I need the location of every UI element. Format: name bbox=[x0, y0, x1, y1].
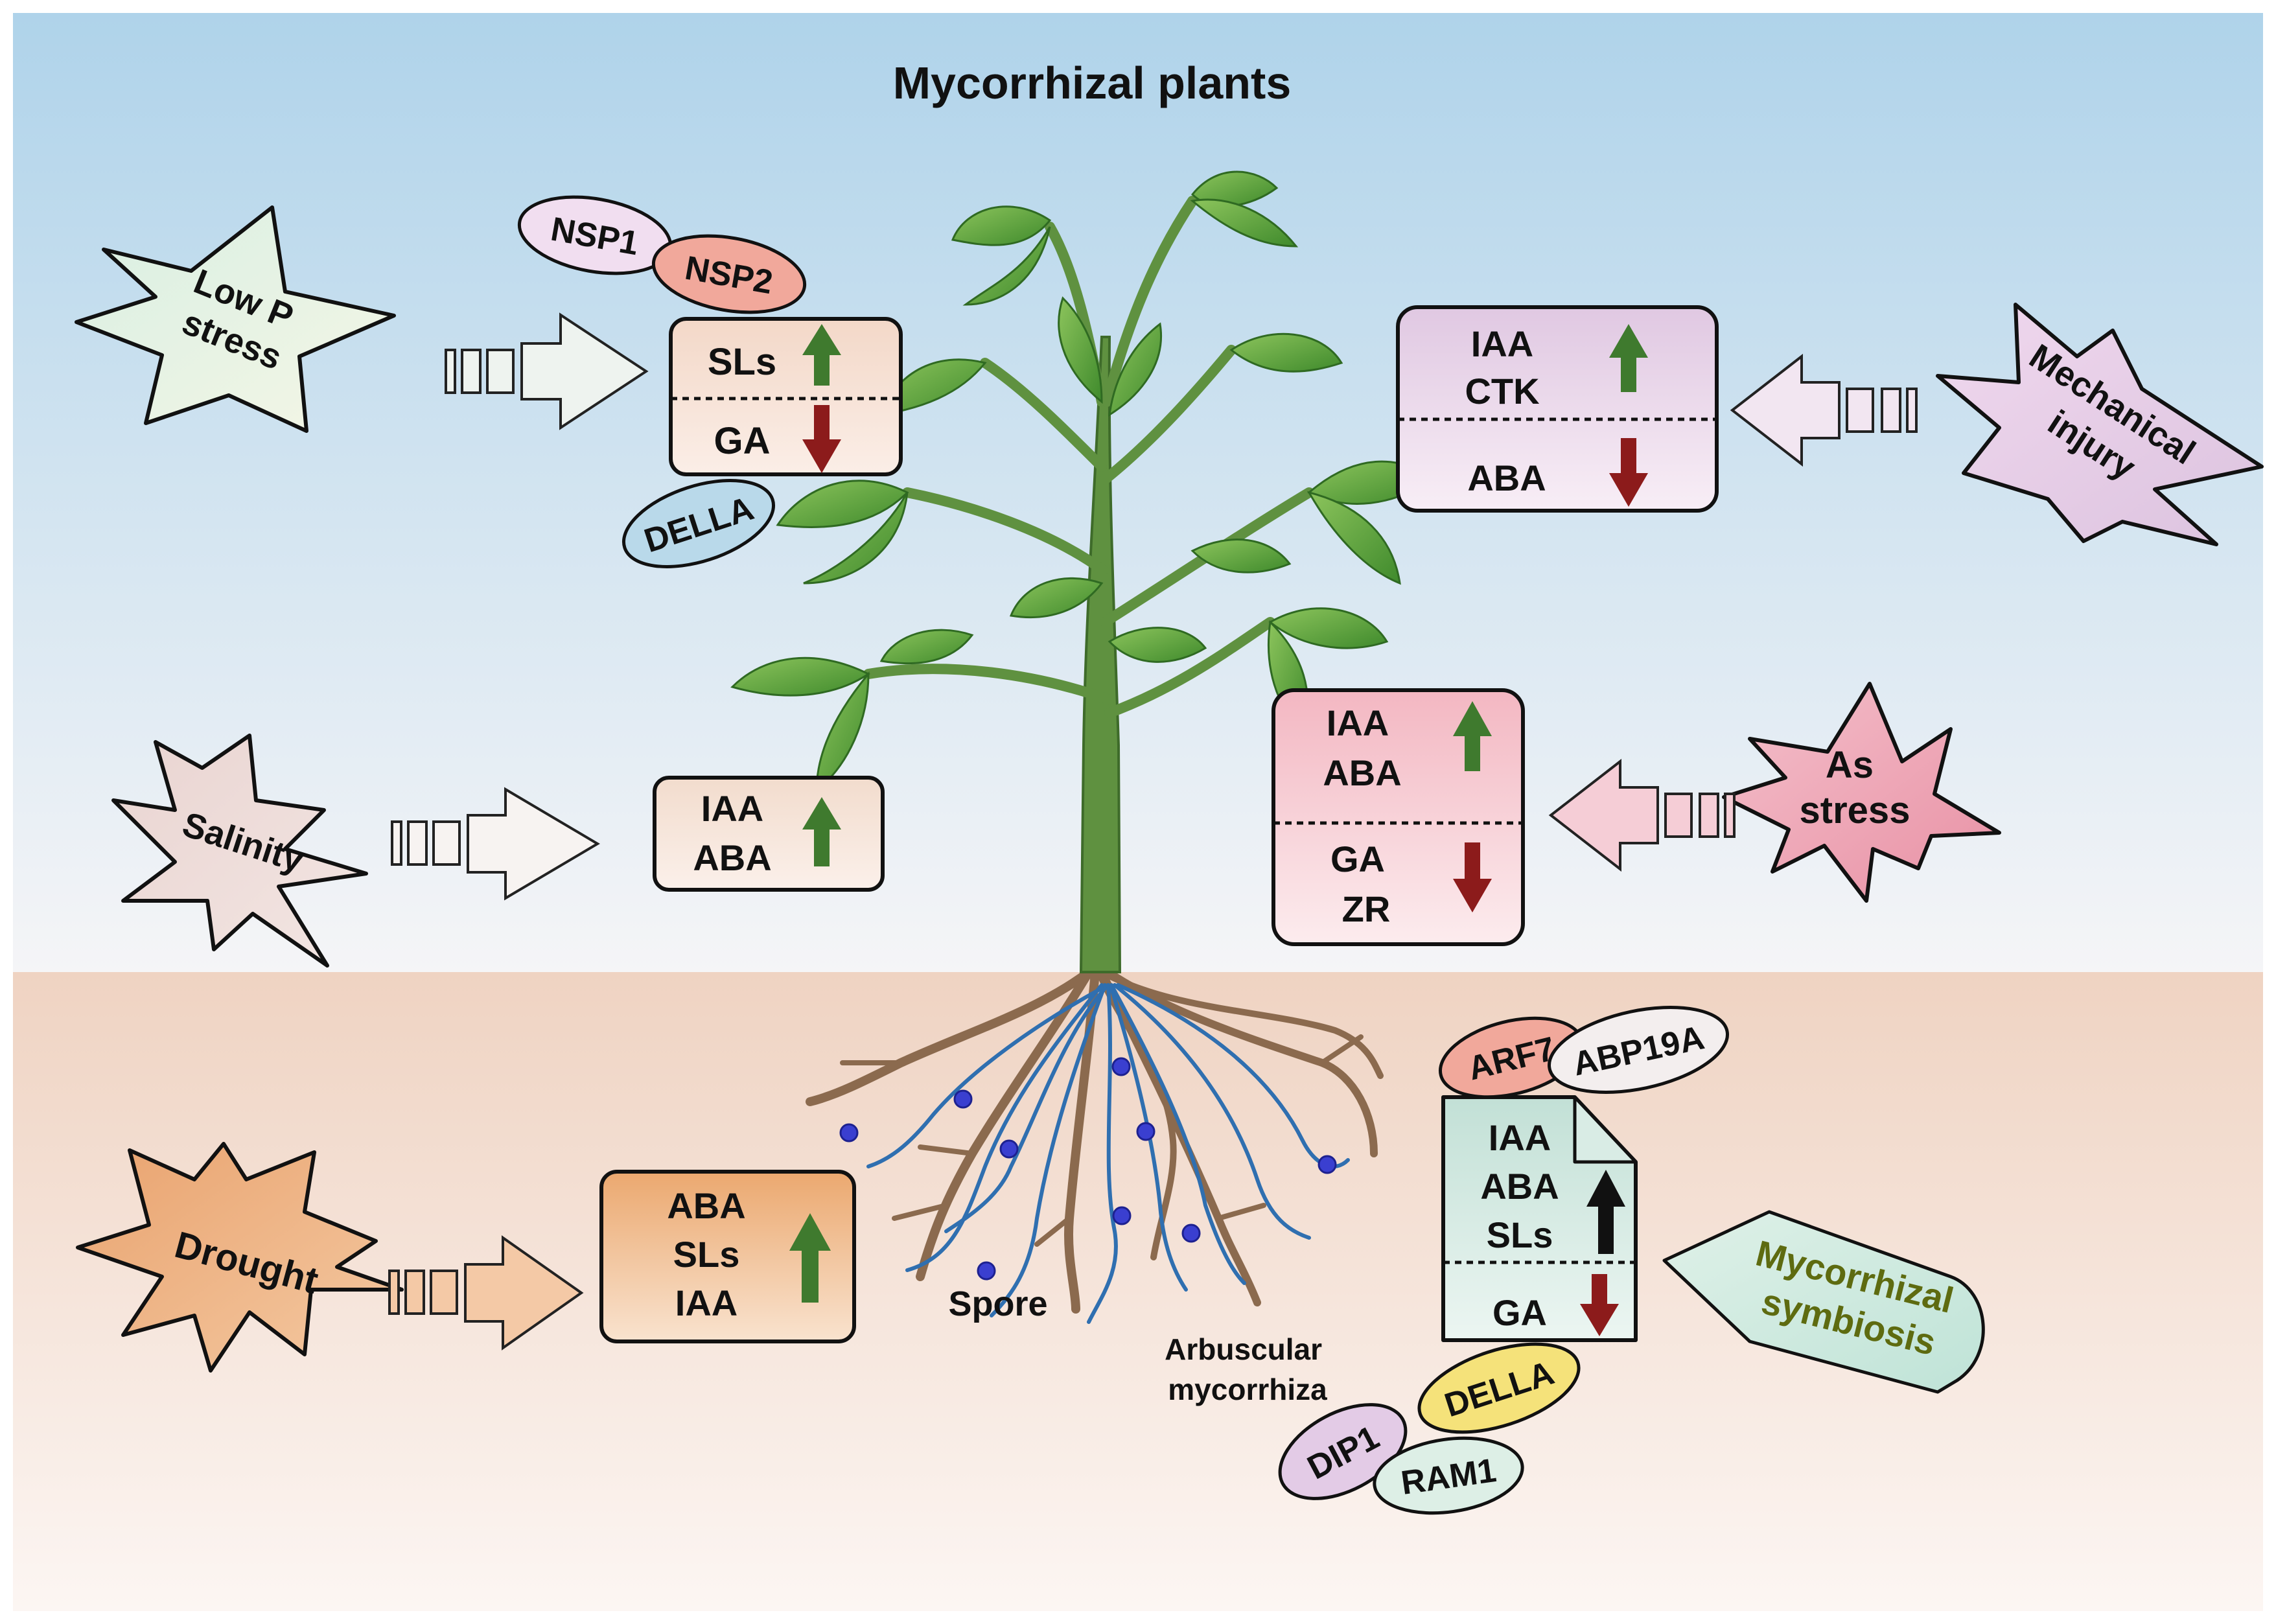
low-p-stress-star: Low P stress bbox=[75, 205, 396, 433]
spore-label: Spore bbox=[948, 1284, 1047, 1323]
up-arrow-icon bbox=[802, 324, 841, 386]
down-arrow-icon bbox=[1609, 438, 1648, 507]
arbuscular-mycorrhiza-label: Arbuscular mycorrhiza bbox=[1165, 1332, 1330, 1406]
low-p-up-hormone: SLs bbox=[708, 341, 776, 383]
down-arrow-icon bbox=[1580, 1274, 1619, 1336]
spore bbox=[1111, 1057, 1131, 1076]
spore bbox=[839, 1123, 859, 1143]
mechanical-up-hormone-1: IAA bbox=[1471, 323, 1533, 364]
symbiosis-down-hormone: GA bbox=[1492, 1292, 1547, 1333]
as-up-hormone-2: ABA bbox=[1323, 752, 1401, 793]
as-stress-line1: As bbox=[1826, 744, 1874, 786]
drought-arrow bbox=[388, 1235, 584, 1351]
drought-up-hormone-3: IAA bbox=[675, 1282, 737, 1323]
drought-up-hormone-1: ABA bbox=[667, 1185, 745, 1226]
symbiosis-hormone-box: IAA ABA SLs GA bbox=[1441, 1095, 1638, 1342]
regulator-della-bottom: DELLA bbox=[1417, 1342, 1581, 1434]
salinity-arrow bbox=[391, 787, 600, 901]
as-stress-star: As stress bbox=[1722, 682, 2001, 903]
spore bbox=[999, 1139, 1019, 1159]
regulator-nsp2: NSP2 bbox=[651, 234, 807, 314]
spore bbox=[977, 1261, 996, 1281]
up-arrow-icon bbox=[1586, 1170, 1625, 1254]
drought-star: Drought bbox=[76, 1142, 404, 1373]
regulator-dip1: DIP1 bbox=[1278, 1403, 1408, 1500]
mechanical-up-hormone-2: CTK bbox=[1465, 371, 1539, 412]
as-down-hormone-1: GA bbox=[1330, 839, 1385, 879]
low-p-hormone-box: SLs GA bbox=[669, 317, 903, 476]
drought-up-hormone-2: SLs bbox=[673, 1234, 740, 1275]
symbiosis-up-hormone-1: IAA bbox=[1489, 1117, 1551, 1158]
drought-hormone-box: ABA SLs IAA bbox=[599, 1170, 856, 1343]
diagram-title: Mycorrhizal plants bbox=[893, 58, 1292, 108]
spore bbox=[1112, 1206, 1132, 1225]
regulator-ram1: RAM1 bbox=[1373, 1436, 1524, 1515]
mechanical-down-hormone: ABA bbox=[1467, 458, 1546, 498]
mechanical-injury-star: Mechanical injury bbox=[1936, 303, 2264, 546]
down-arrow-icon bbox=[1453, 842, 1492, 912]
regulator-nsp1: NSP1 bbox=[517, 195, 673, 275]
regulator-della-top: DELLA bbox=[621, 479, 776, 568]
low-p-arrow bbox=[445, 312, 649, 430]
up-arrow-icon bbox=[1453, 701, 1492, 771]
page-fold bbox=[1573, 1095, 1638, 1164]
up-arrow-icon bbox=[789, 1213, 831, 1303]
hyphae bbox=[866, 983, 1350, 1324]
regulator-abp19a: ABP19A bbox=[1547, 1005, 1730, 1095]
mechanical-hormone-box: IAA CTK ABA bbox=[1396, 305, 1719, 513]
symbiosis-up-hormone-2: ABA bbox=[1480, 1166, 1559, 1207]
spore bbox=[953, 1089, 973, 1109]
spores bbox=[839, 1057, 1337, 1281]
as-stress-arrow bbox=[1548, 758, 1736, 872]
svg-text:As stress: As stress bbox=[1800, 744, 1910, 831]
low-p-down-hormone: GA bbox=[714, 420, 771, 462]
spore bbox=[1181, 1224, 1201, 1243]
as-down-hormone-2: ZR bbox=[1342, 888, 1391, 929]
spore bbox=[1318, 1155, 1337, 1174]
salinity-star: Salinity bbox=[111, 734, 368, 968]
salinity-up-hormone-2: ABA bbox=[693, 837, 771, 878]
leaves bbox=[730, 170, 1434, 793]
as-up-hormone-1: IAA bbox=[1327, 702, 1389, 743]
symbiosis-up-hormone-3: SLs bbox=[1487, 1214, 1553, 1255]
as-stress-line2: stress bbox=[1800, 789, 1910, 831]
up-arrow-icon bbox=[1609, 324, 1648, 392]
spore bbox=[1136, 1122, 1155, 1141]
mechanical-arrow bbox=[1730, 353, 1918, 467]
as-stress-hormone-box: IAA ABA GA ZR bbox=[1272, 688, 1525, 946]
up-arrow-icon bbox=[802, 797, 841, 866]
salinity-up-hormone-1: IAA bbox=[701, 788, 763, 829]
salinity-hormone-box: IAA ABA bbox=[653, 776, 885, 892]
plant-illustration bbox=[730, 170, 1434, 1324]
down-arrow-icon bbox=[802, 405, 841, 473]
